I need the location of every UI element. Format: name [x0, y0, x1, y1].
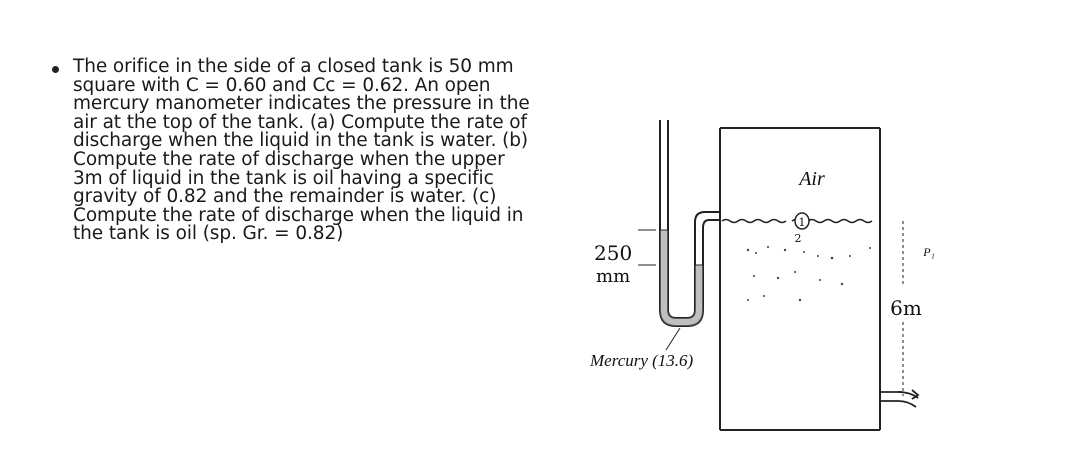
manometer-reading-value: 250: [594, 241, 632, 265]
mercury-label: Mercury (13.6): [589, 351, 694, 370]
manometer-inner-line: [702, 219, 720, 310]
air-label: Air: [797, 168, 825, 190]
liquid-speckles: [746, 246, 871, 302]
mercury-fill: [660, 230, 703, 326]
tank: [719, 127, 881, 431]
depth-label: 6m: [890, 296, 922, 320]
manometer-u-outer: [667, 120, 696, 319]
manometer-reading-unit: mm: [596, 266, 630, 287]
point-1-marker: [794, 212, 810, 230]
pressure-label: P₁: [922, 245, 935, 259]
problem-statement: The orifice in the side of a closed tank…: [73, 56, 530, 245]
figure-drawing: 1 2 Air 250 mm Mercu: [589, 120, 935, 431]
orifice-jet: [880, 389, 920, 408]
tank-manometer-figure: 1 2 Air 250 mm Mercu: [580, 100, 940, 440]
point-1-label: 1: [799, 216, 806, 229]
manometer-outer-line: [694, 211, 720, 310]
mercury-leader: [665, 327, 681, 351]
bullet-icon: [52, 66, 59, 73]
point-2-label: 2: [795, 232, 802, 245]
manometer-tube: [659, 120, 720, 327]
problem-bullet: The orifice in the side of a closed tank…: [52, 56, 532, 245]
